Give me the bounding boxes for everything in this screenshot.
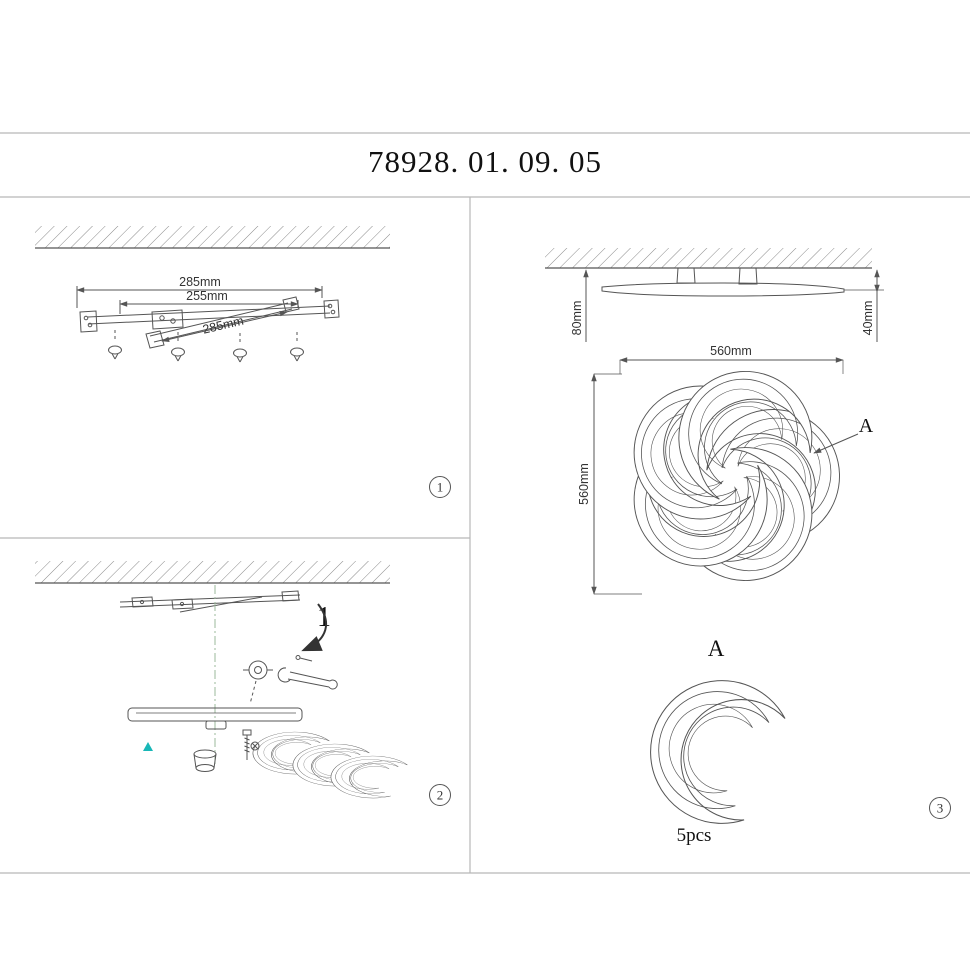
panel-bracket: 285mm 255mm 285mm [35,226,451,498]
part-ref-leader [813,433,859,454]
dim-285-diagonal: 285mm [201,314,245,337]
ceiling-hatch-icon [35,561,390,584]
dim-255: 255mm [186,289,228,303]
ceiling-hatch-icon [545,248,872,269]
panel-dimensions: 80mm 40mm 560mm 560mm A A [545,248,951,846]
blade-detail-drawing [628,658,792,836]
dim-560mm-width: 560mm [710,344,752,358]
detail-qty-label: 5pcs [677,825,712,846]
bracket-dimensions [76,286,323,343]
mounted-bracket-drawing [119,590,301,613]
detail-title-label: A [708,636,725,661]
step-number-label: 1 [317,602,331,633]
screw-icon [171,332,185,362]
screw-icon [108,330,122,360]
step-badge-3-number: 3 [937,801,944,816]
bolt-icon [250,741,260,751]
frame-rules [0,132,970,874]
dim-40mm: 40mm [861,301,875,336]
fixture-side-view [601,267,845,297]
dim-560mm-height: 560mm [577,463,591,505]
step-badge-2: 2 [429,784,451,806]
part-ref-label: A [859,415,874,437]
step-arrow-icon [301,603,327,652]
step-badge-3: 3 [929,797,951,819]
model-number-title: 78928. 01. 09. 05 [368,144,602,179]
ceiling-hatch-icon [35,226,390,249]
mount-screw-icon [242,729,252,760]
screw-icon [290,332,304,362]
screw-icon [233,333,247,363]
dim-80mm: 80mm [570,301,584,336]
connector-part-icon [193,749,217,772]
canopy-drawing [127,707,303,730]
step-badge-1-number: 1 [437,480,444,495]
accent-arrow-icon [143,742,153,751]
step-badge-1: 1 [429,476,451,498]
dim-285-top: 285mm [179,275,221,289]
blade-stack-drawing [243,726,411,802]
drop-dimensions [583,269,884,342]
panel-install: 1 [35,561,451,806]
plan-dimensions [591,357,844,595]
screw-anchors [108,330,304,363]
wrench-icon [277,667,338,690]
fixture-top-view [624,348,868,604]
step-badge-2-number: 2 [437,788,444,803]
hardware-drawing [243,655,338,705]
